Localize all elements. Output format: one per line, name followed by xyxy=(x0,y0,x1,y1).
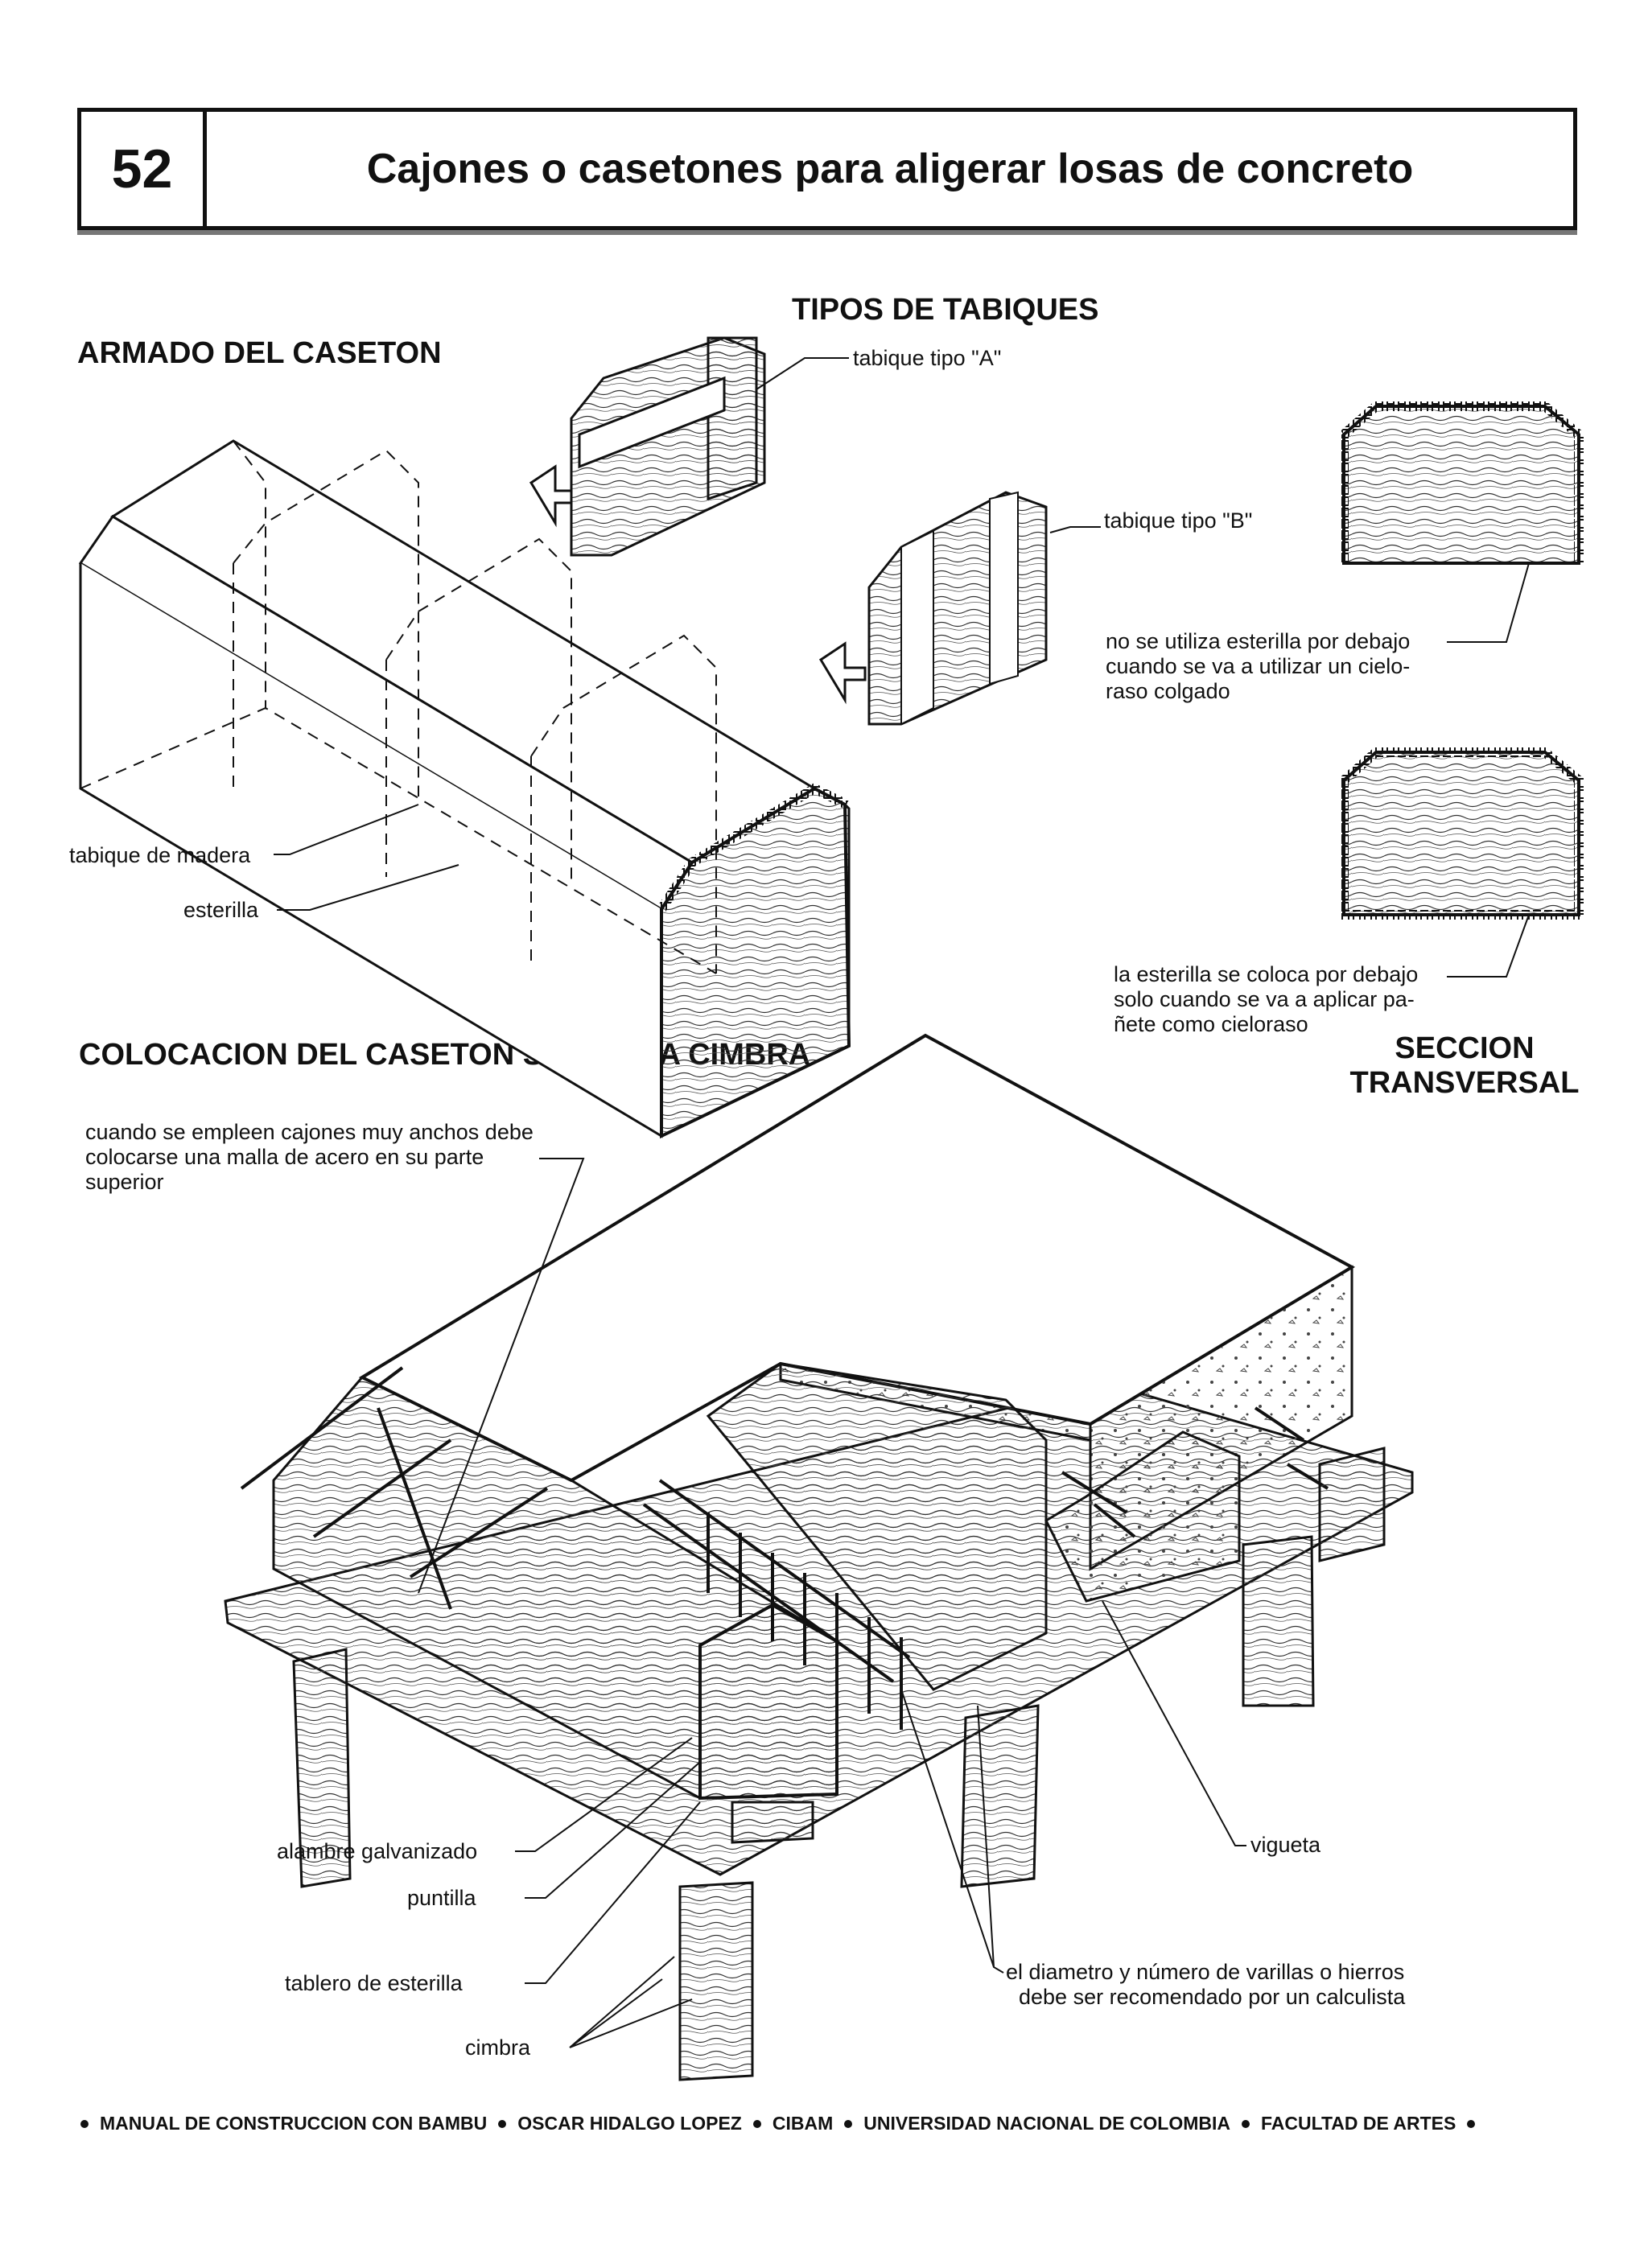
note-malla-line2: colocarse una malla de acero en su parte xyxy=(85,1145,484,1169)
label-esterilla: esterilla xyxy=(183,898,259,922)
bullet-icon xyxy=(498,2119,507,2128)
section-title-tipos: TIPOS DE TABIQUES xyxy=(792,293,1099,327)
page-number: 52 xyxy=(81,112,207,226)
label-alambre: alambre galvanizado xyxy=(277,1839,478,1863)
section-title-seccion-line1: SECCION xyxy=(1395,1031,1535,1065)
note-si-esterilla-line3: ñete como cieloraso xyxy=(1114,1012,1308,1036)
leader-lines xyxy=(274,357,1530,2048)
footer-item: CIBAM xyxy=(772,2113,834,2134)
seccion-with-esterilla xyxy=(1339,747,1584,920)
label-tabique-a: tabique tipo "A" xyxy=(853,346,1002,370)
note-no-esterilla-line3: raso colgado xyxy=(1106,679,1230,703)
note-no-esterilla-line1: no se utiliza esterilla por debajo xyxy=(1106,629,1411,653)
note-malla-line3: superior xyxy=(85,1170,164,1194)
note-malla: cuando se empleen cajones muy anchos deb… xyxy=(85,1120,534,1195)
slab-assembly-drawing xyxy=(224,1033,1414,1876)
note-calculista-line2: debe ser recomendado por un calculista xyxy=(1019,1985,1406,2009)
note-no-esterilla: no se utiliza esterilla por debajo cuand… xyxy=(1106,629,1410,704)
section-title-armado: ARMADO DEL CASETON xyxy=(77,336,442,370)
label-vigueta: vigueta xyxy=(1250,1833,1321,1857)
tabique-a-drawing xyxy=(529,336,766,557)
bullet-icon xyxy=(80,2119,89,2128)
page-footer: MANUAL DE CONSTRUCCION CON BAMBU OSCAR H… xyxy=(80,2113,1585,2134)
page-header: 52 Cajones o casetones para aligerar los… xyxy=(77,108,1577,230)
cimbra-posts xyxy=(292,1447,1386,2081)
label-cimbra: cimbra xyxy=(465,2035,531,2060)
label-puntilla: puntilla xyxy=(407,1886,476,1910)
bullet-icon xyxy=(1242,2119,1250,2128)
label-tablero: tablero de esterilla xyxy=(285,1971,463,1995)
caseton-box-drawing xyxy=(78,439,851,1139)
bullet-icon xyxy=(1467,2119,1476,2128)
section-title-seccion: SECCION TRANSVERSAL xyxy=(1344,1031,1585,1101)
footer-item: OSCAR HIDALGO LOPEZ xyxy=(517,2113,742,2134)
seccion-without-esterilla xyxy=(1339,401,1584,565)
note-si-esterilla-line1: la esterilla se coloca por debajo xyxy=(1114,962,1419,986)
footer-item: UNIVERSIDAD NACIONAL DE COLOMBIA xyxy=(863,2113,1231,2134)
bullet-icon xyxy=(844,2119,853,2128)
note-no-esterilla-line2: cuando se va a utilizar un cielo- xyxy=(1106,654,1411,678)
label-tabique-madera: tabique de madera xyxy=(69,843,251,867)
note-si-esterilla: la esterilla se coloca por debajo solo c… xyxy=(1114,962,1418,1037)
footer-item: FACULTAD DE ARTES xyxy=(1261,2113,1456,2134)
note-calculista-line1: el diametro y número de varillas o hierr… xyxy=(1006,1960,1405,1984)
header-shadow xyxy=(77,230,1577,235)
note-malla-line1: cuando se empleen cajones muy anchos deb… xyxy=(85,1120,534,1144)
bullet-icon xyxy=(752,2119,761,2128)
note-si-esterilla-line2: solo cuando se va a aplicar pa- xyxy=(1114,987,1415,1011)
page-title: Cajones o casetones para aligerar losas … xyxy=(366,146,1414,192)
note-calculista: el diametro y número de varillas o hierr… xyxy=(1006,1960,1405,2010)
label-tabique-b: tabique tipo "B" xyxy=(1104,508,1253,533)
section-title-seccion-line2: TRANSVERSAL xyxy=(1349,1066,1580,1100)
footer-item: MANUAL DE CONSTRUCCION CON BAMBU xyxy=(100,2113,488,2134)
tabique-b-drawing xyxy=(818,491,1048,726)
